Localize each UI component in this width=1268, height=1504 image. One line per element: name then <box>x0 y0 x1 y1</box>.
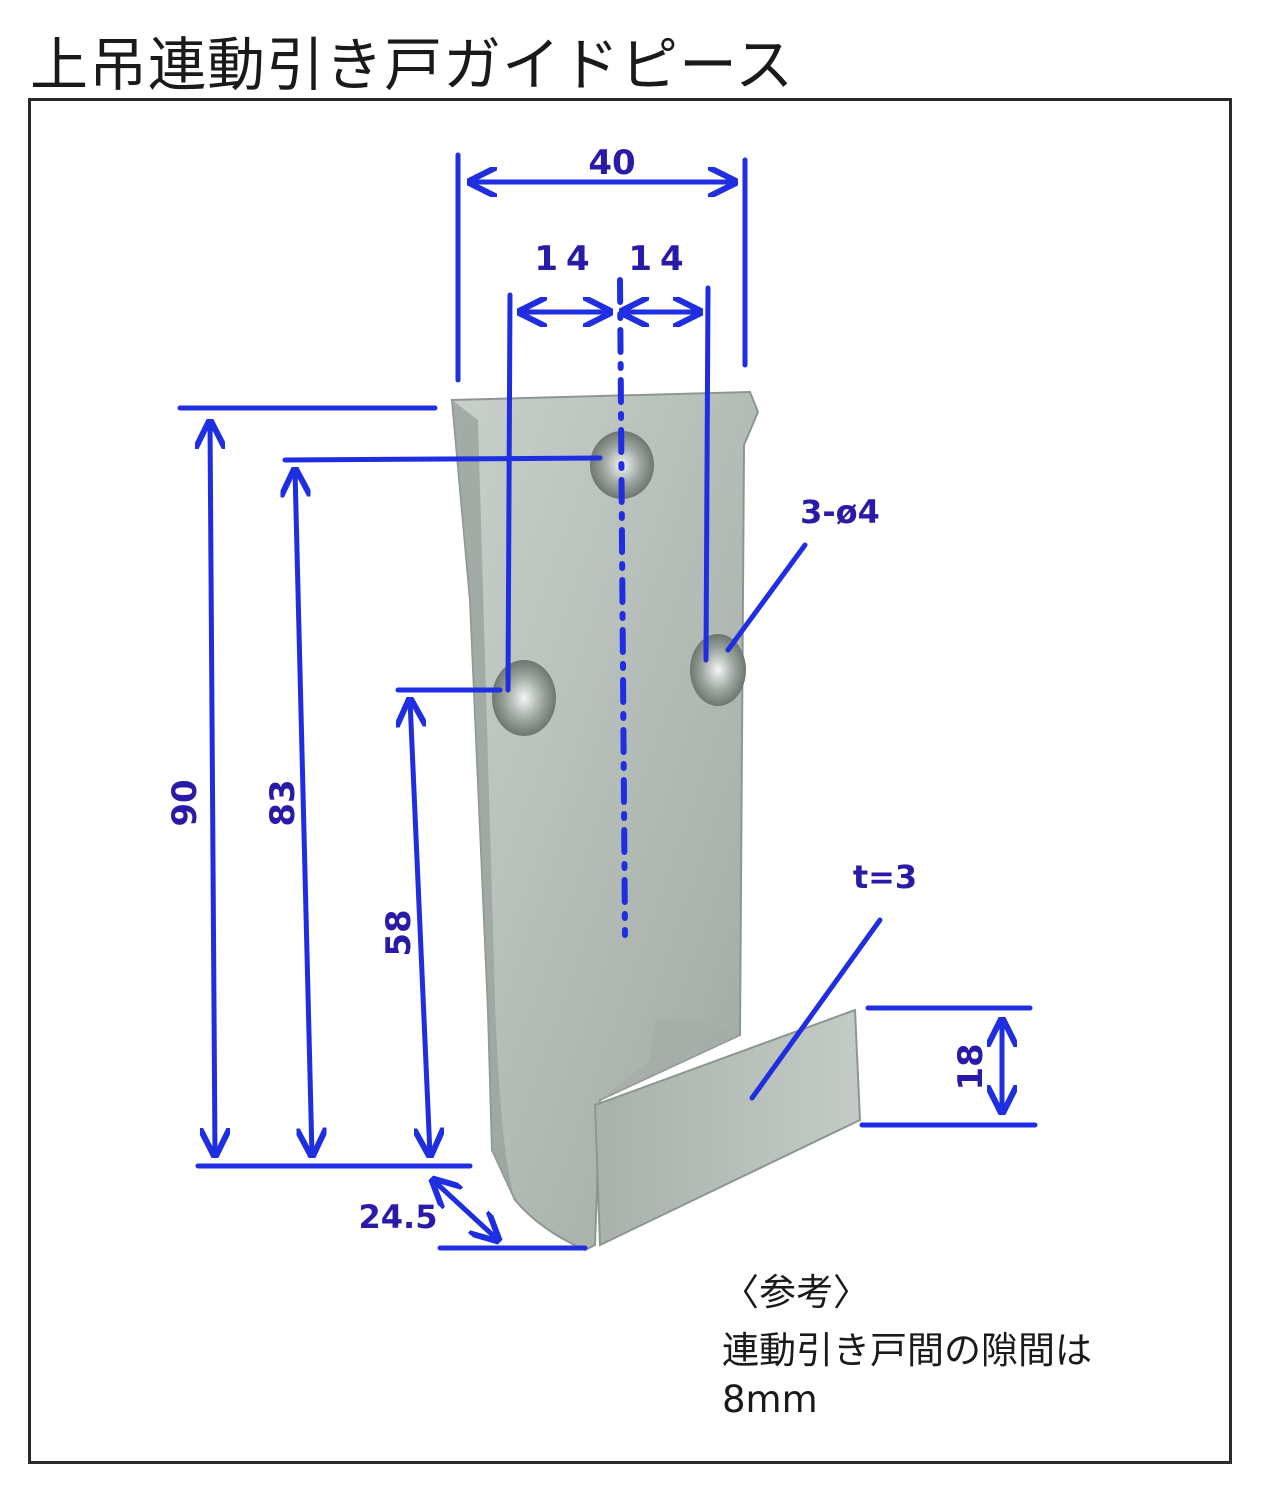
dim-height-total: 90 <box>165 779 205 826</box>
dim-height-lower-holes: 58 <box>379 909 419 956</box>
note-heading: 〈参考〉 <box>722 1271 870 1314</box>
figure-frame <box>28 98 1232 1464</box>
dim-half-left: 14 <box>534 239 597 279</box>
dim-thickness: t=3 <box>853 858 917 896</box>
dim-height-top-hole: 83 <box>263 779 303 826</box>
dim-holes: 3-ø4 <box>800 493 880 531</box>
dim-half-right: 14 <box>628 239 691 279</box>
dimension-lines <box>177 152 1038 1251</box>
dim-depth: 24.5 <box>359 1198 438 1236</box>
hole-left <box>492 660 556 736</box>
dim-width-total: 40 <box>588 143 635 183</box>
note-line1: 連動引き戸間の隙間は <box>722 1329 1092 1372</box>
dim-lip-height: 18 <box>951 1043 991 1090</box>
note-line2: 8mm <box>722 1378 818 1421</box>
page-title: 上吊連動引き戸ガイドピース <box>30 31 795 99</box>
hole-right <box>690 634 746 706</box>
guide-piece-part <box>450 390 862 1252</box>
